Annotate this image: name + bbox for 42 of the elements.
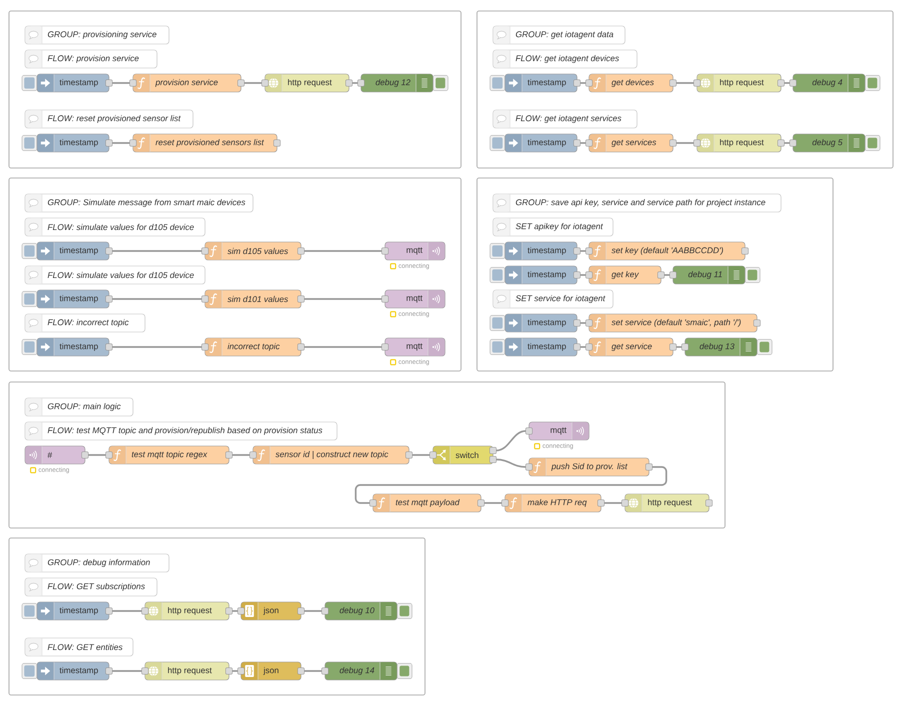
comment-box: FLOW: test MQTT topic and provision/republish based on provision status	[24, 422, 338, 440]
wire	[232, 670, 238, 672]
wire	[112, 250, 202, 252]
comment-box: GROUP: save api key, service and service path for project instance	[492, 194, 782, 212]
wire	[580, 82, 586, 84]
wire	[676, 142, 694, 144]
wire	[496, 430, 526, 452]
wire	[580, 322, 586, 324]
wire	[112, 298, 202, 300]
wire	[304, 670, 322, 672]
wire	[244, 82, 262, 84]
comment-box: GROUP: Simulate message from smart maic devices	[24, 194, 254, 212]
wire	[664, 274, 670, 276]
wire	[676, 82, 694, 84]
wire	[112, 346, 202, 348]
wire	[112, 610, 142, 612]
wire	[604, 502, 622, 504]
wire	[784, 82, 790, 84]
wire	[232, 610, 238, 612]
wire	[676, 346, 682, 348]
function-node: set service (default 'smaic', path '/')	[588, 314, 758, 332]
wire	[232, 454, 250, 456]
wire	[496, 458, 526, 468]
wire	[112, 670, 142, 672]
wire	[88, 454, 106, 456]
wire	[784, 142, 790, 144]
wire	[580, 142, 586, 144]
wire	[484, 502, 502, 504]
comment-box: FLOW: reset provisioned sensor list	[24, 110, 194, 128]
wire	[580, 346, 586, 348]
comment-box: FLOW: simulate values for d105 device	[24, 218, 206, 236]
wire	[304, 250, 382, 252]
wire	[352, 82, 358, 84]
wire	[304, 298, 382, 300]
wire	[304, 346, 382, 348]
comment-box: FLOW: simulate values for d105 device	[24, 266, 206, 284]
wire	[112, 82, 130, 84]
wire	[112, 142, 130, 144]
wire	[304, 610, 322, 612]
wire	[580, 250, 586, 252]
wire	[580, 274, 586, 276]
wire	[412, 454, 430, 456]
